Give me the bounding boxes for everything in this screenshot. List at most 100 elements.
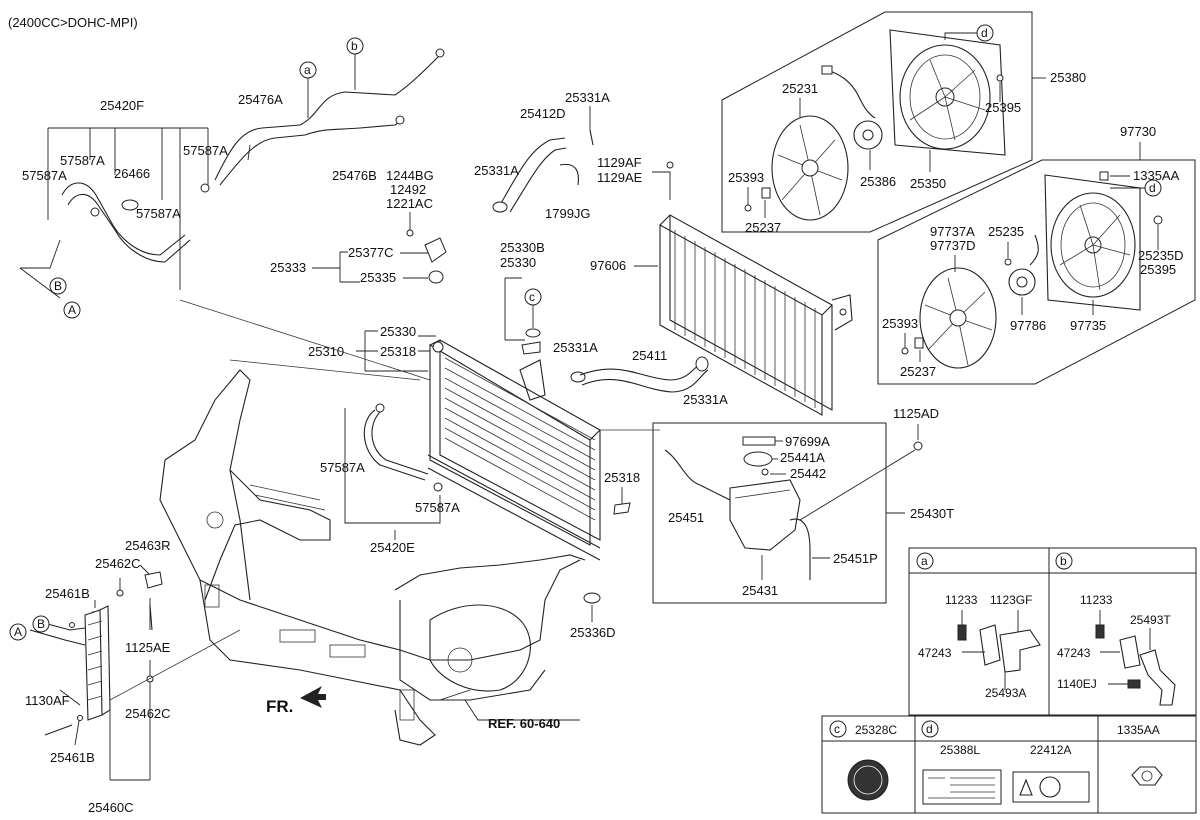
detail-box-a-b: a b 11233 1123GF 47243 25493A 11233 2549… [908, 547, 1197, 716]
seal-icon [761, 468, 769, 476]
part-label-97606: 97606 [590, 258, 626, 273]
detail-d-22412A: 22412A [1030, 743, 1071, 757]
part-label-25318-1: 25318 [380, 344, 416, 359]
fan-assembly-97730: 97730 1335AA d 97737A 97737D 25235 97786… [877, 124, 1196, 385]
part-label-25461B-2: 25461B [50, 750, 95, 765]
part-label-25461B-1: 25461B [45, 586, 90, 601]
callout-A-icon [9, 623, 27, 641]
fan-motor-icon [853, 120, 883, 150]
radiator-assembly: 25330B 25330 c 25330 25310 25318 25318 2… [308, 240, 728, 640]
detail-a-47243: 47243 [918, 646, 952, 660]
part-label-97699A: 97699A [785, 434, 830, 449]
part-label-57587A-3: 57587A [183, 143, 228, 158]
bolt-icon [913, 441, 923, 451]
part-label-1799JG: 1799JG [545, 206, 591, 221]
part-label-57587A-2: 57587A [22, 168, 67, 183]
mount-bushing-icon [583, 592, 601, 604]
part-label-25331A-4: 25331A [683, 392, 728, 407]
bolt-icon [666, 161, 674, 169]
cap-icon [521, 341, 541, 355]
front-arrow-icon [300, 686, 326, 708]
part-label-25451P: 25451P [833, 551, 878, 566]
fan-blade-icon [919, 267, 997, 369]
detail-a-1123GF: 1123GF [990, 593, 1032, 607]
detail-a-11233: 11233 [945, 593, 978, 607]
part-label-25237-2: 25237 [900, 364, 936, 379]
part-label-25331A-2: 25331A [474, 163, 519, 178]
clip-icon [200, 183, 210, 193]
part-label-25411: 25411 [632, 348, 667, 363]
bolt-icon [406, 229, 414, 237]
clip-icon [761, 187, 771, 199]
part-label-25330-2: 25330 [380, 324, 416, 339]
hex-nut-icon [1131, 766, 1163, 786]
bolt-icon [957, 624, 967, 641]
part-label-1244BG: 1244BG [386, 168, 434, 183]
detail-d-letter: d [926, 722, 933, 736]
part-label-25318-2: 25318 [604, 470, 640, 485]
part-label-25336D: 25336D [570, 625, 616, 640]
part-label-25393-2: 25393 [882, 316, 918, 331]
clamp-icon [492, 201, 508, 213]
warning-label-icon [922, 769, 1002, 805]
detail-b-1140EJ: 1140EJ [1057, 677, 1097, 691]
part-label-1130AF: 1130AF [25, 693, 70, 708]
part-label-1125AD: 1125AD [893, 406, 939, 421]
part-label-25235: 25235 [988, 224, 1024, 239]
bolt-icon [1127, 679, 1141, 689]
radiator-fins [444, 357, 596, 521]
callout-A-lower: A [14, 625, 22, 639]
detail-e-part: 1335AA [1117, 723, 1160, 737]
part-label-57587A-4: 57587A [136, 206, 181, 221]
detail-b-25493T: 25493T [1130, 613, 1171, 627]
part-label-25395-2: 25395 [1140, 262, 1176, 277]
engine-spec-label: (2400CC>DOHC-MPI) [8, 15, 138, 30]
nut-icon [1099, 171, 1109, 181]
part-label-25395-1: 25395 [985, 100, 1021, 115]
part-label-25235D: 25235D [1138, 248, 1184, 263]
part-label-25441A: 25441A [780, 450, 825, 465]
clip-icon [914, 337, 924, 349]
washer-icon [116, 589, 124, 597]
clamp-icon [121, 199, 139, 211]
bolt-icon [996, 74, 1004, 82]
part-label-25333: 25333 [270, 260, 306, 275]
bracket-icon [144, 571, 163, 589]
cap-icon [525, 328, 541, 338]
front-direction-label: FR. [266, 697, 293, 716]
hose-end-icon [395, 115, 405, 125]
part-label-97730: 97730 [1120, 124, 1156, 139]
callout-d: d [981, 26, 988, 40]
label-sticker-icon [742, 436, 776, 446]
clamp-icon [695, 356, 709, 372]
grommet-icon [428, 270, 444, 284]
fan-shroud-icon [889, 29, 1006, 156]
clip-icon [375, 403, 385, 413]
detail-b-letter: b [1060, 554, 1067, 568]
part-label-25386: 25386 [860, 174, 896, 189]
detail-a-letter: a [921, 554, 928, 568]
hose-end-icon [435, 48, 445, 58]
part-label-25380: 25380 [1050, 70, 1086, 85]
cooler-hose-assembly: 25420F 57587A 57587A 57587A 57587A 26466… [19, 37, 445, 319]
part-label-1129AF: 1129AF [597, 155, 642, 170]
bolt-icon [1004, 258, 1012, 266]
part-label-1335AA: 1335AA [1133, 168, 1180, 183]
part-label-25430T: 25430T [910, 506, 954, 521]
callout-a: a [304, 63, 311, 77]
part-label-25463R: 25463R [125, 538, 171, 553]
part-label-57587A-5: 57587A [320, 460, 365, 475]
callout-B-lower: B [37, 617, 45, 631]
part-label-25462C-1: 25462C [95, 556, 141, 571]
part-label-12492: 12492 [390, 182, 426, 197]
condenser-assembly: 1129AF 1129AE 97606 [590, 155, 853, 416]
part-label-25476B: 25476B [332, 168, 377, 183]
detail-d-25388L: 25388L [940, 743, 980, 757]
part-label-25335: 25335 [360, 270, 396, 285]
detail-b-11233: 11233 [1080, 593, 1113, 607]
reference-label: REF. 60-640 [488, 716, 560, 731]
part-label-25442: 25442 [790, 466, 826, 481]
callout-B-icon [49, 277, 67, 295]
bracket-icon [424, 237, 447, 263]
part-label-25462C-2: 25462C [125, 706, 171, 721]
